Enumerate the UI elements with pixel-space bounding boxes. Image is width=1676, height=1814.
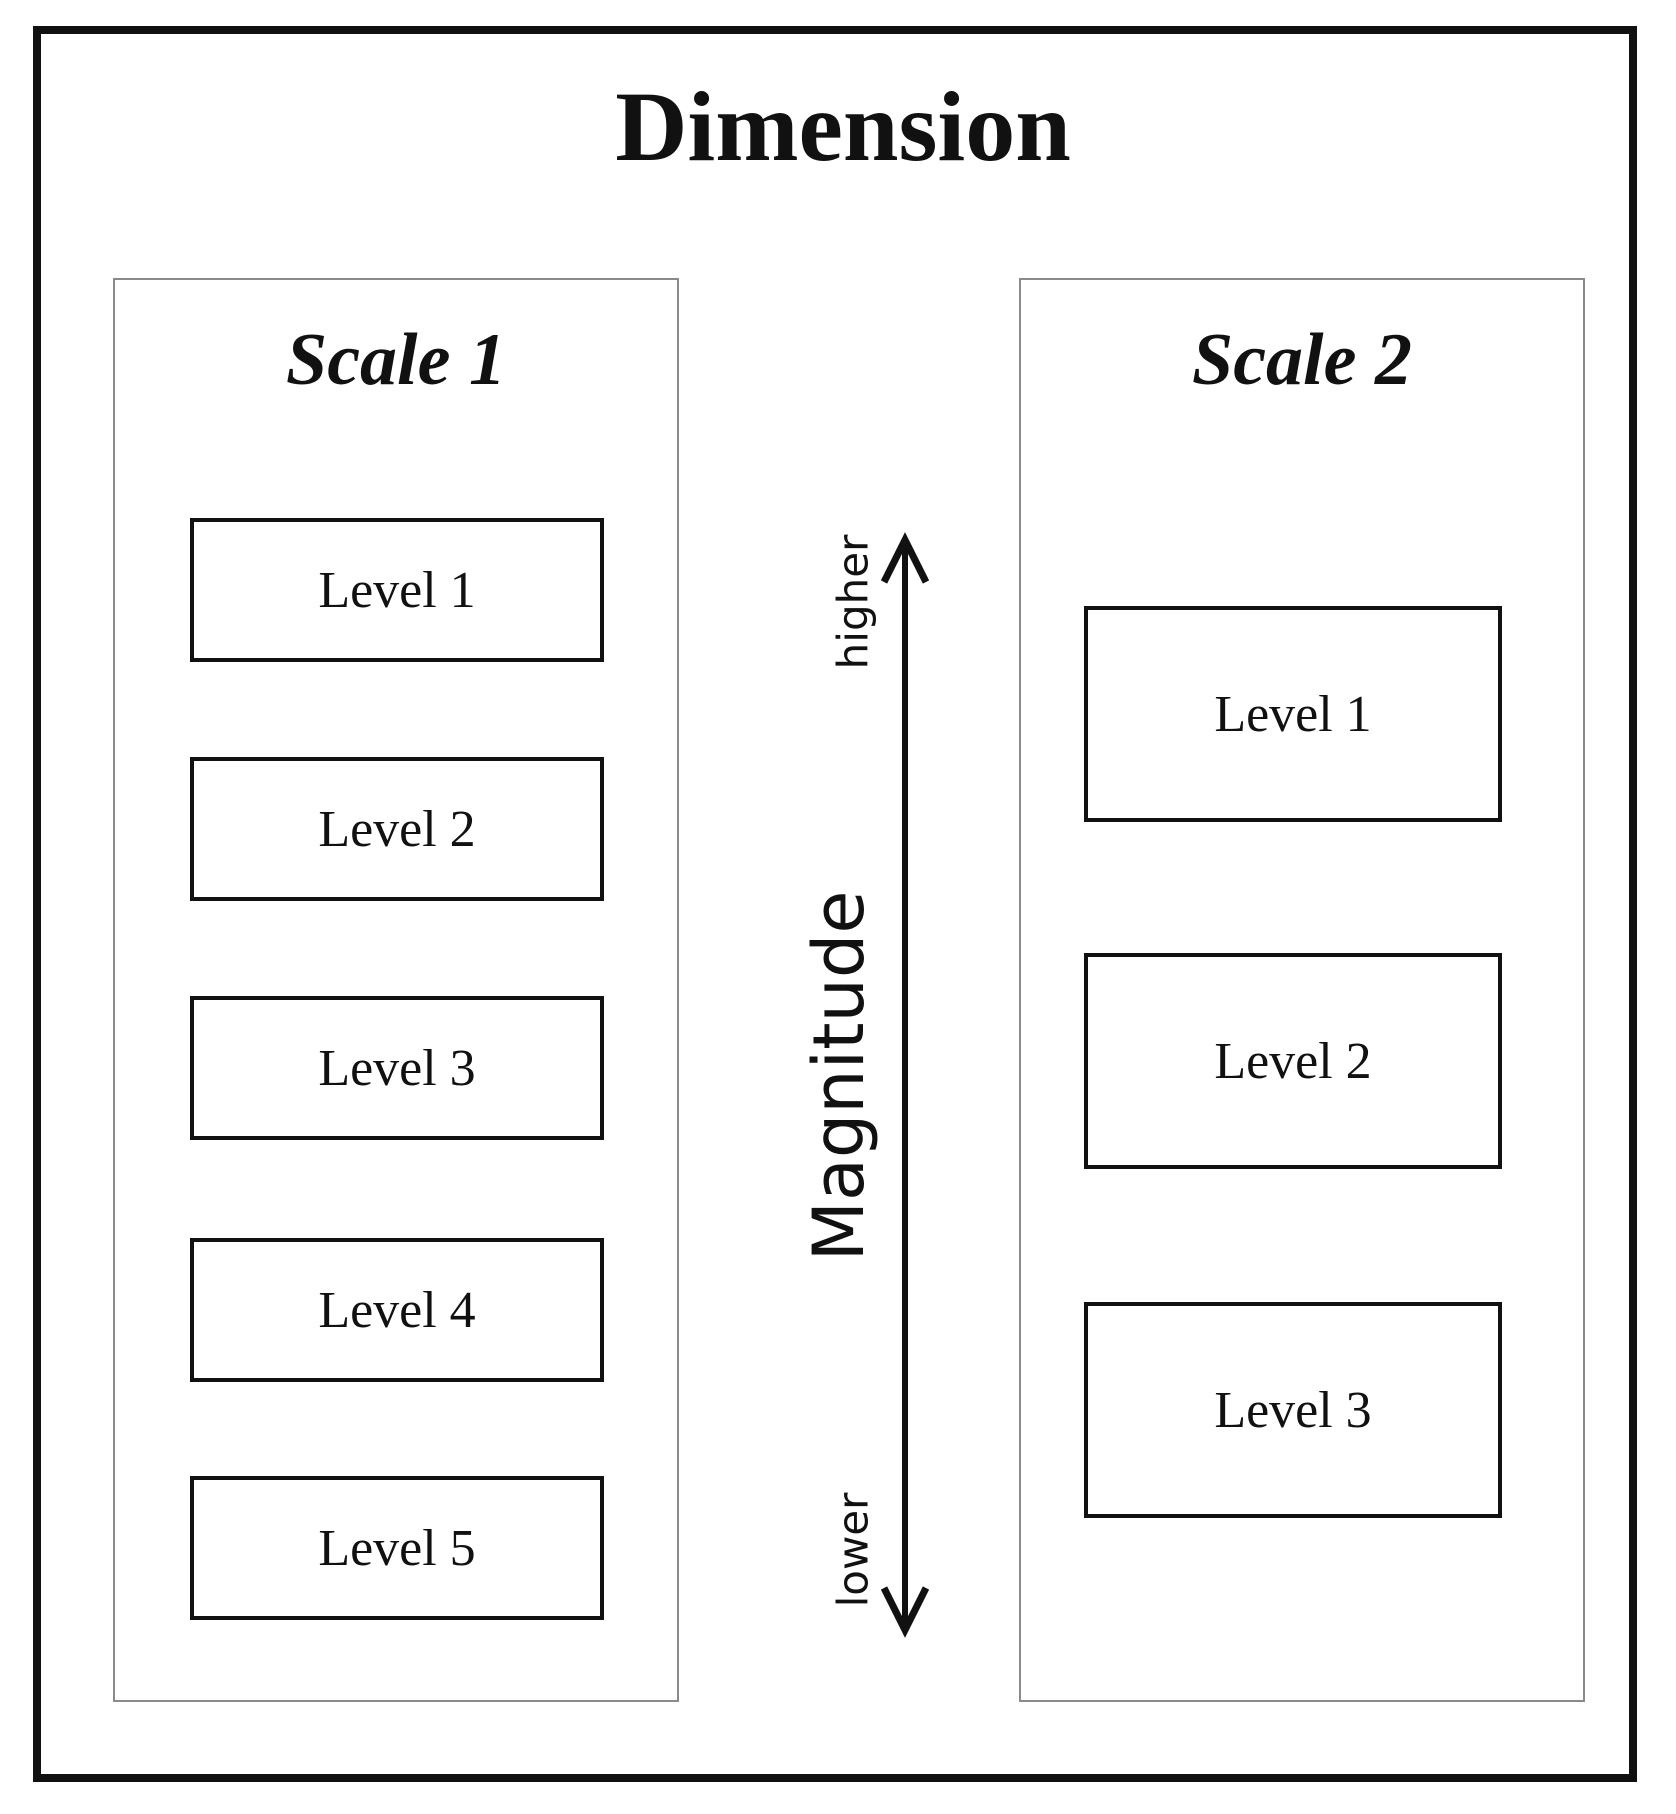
scale-2-level-2-box: Level 2 — [1084, 953, 1502, 1169]
higher-label: higher — [829, 534, 878, 669]
diagram-title: Dimension — [615, 71, 1071, 182]
outer-frame — [33, 26, 1637, 1782]
scale-1-level-3-box: Level 3 — [190, 996, 604, 1140]
scale-2-level-1-box: Level 1 — [1084, 606, 1502, 822]
lower-label: lower — [829, 1492, 878, 1608]
scale-2-title: Scale 2 — [1192, 319, 1412, 401]
double-arrow-icon — [880, 532, 930, 1638]
scale-1-panel: Scale 1 Level 1 Level 2 Level 3 Level 4 … — [113, 278, 679, 1702]
scale-1-level-1-box: Level 1 — [190, 518, 604, 662]
scale-2-level-3-box: Level 3 — [1084, 1302, 1502, 1518]
scale-1-level-5-box: Level 5 — [190, 1476, 604, 1620]
scale-1-level-2-box: Level 2 — [190, 757, 604, 901]
magnitude-label: Magnitude — [798, 891, 880, 1262]
scale-1-title: Scale 1 — [286, 319, 506, 401]
scale-1-level-4-box: Level 4 — [190, 1238, 604, 1382]
scale-2-panel: Scale 2 Level 1 Level 2 Level 3 — [1019, 278, 1585, 1702]
magnitude-axis: higher Magnitude lower — [798, 532, 930, 1638]
